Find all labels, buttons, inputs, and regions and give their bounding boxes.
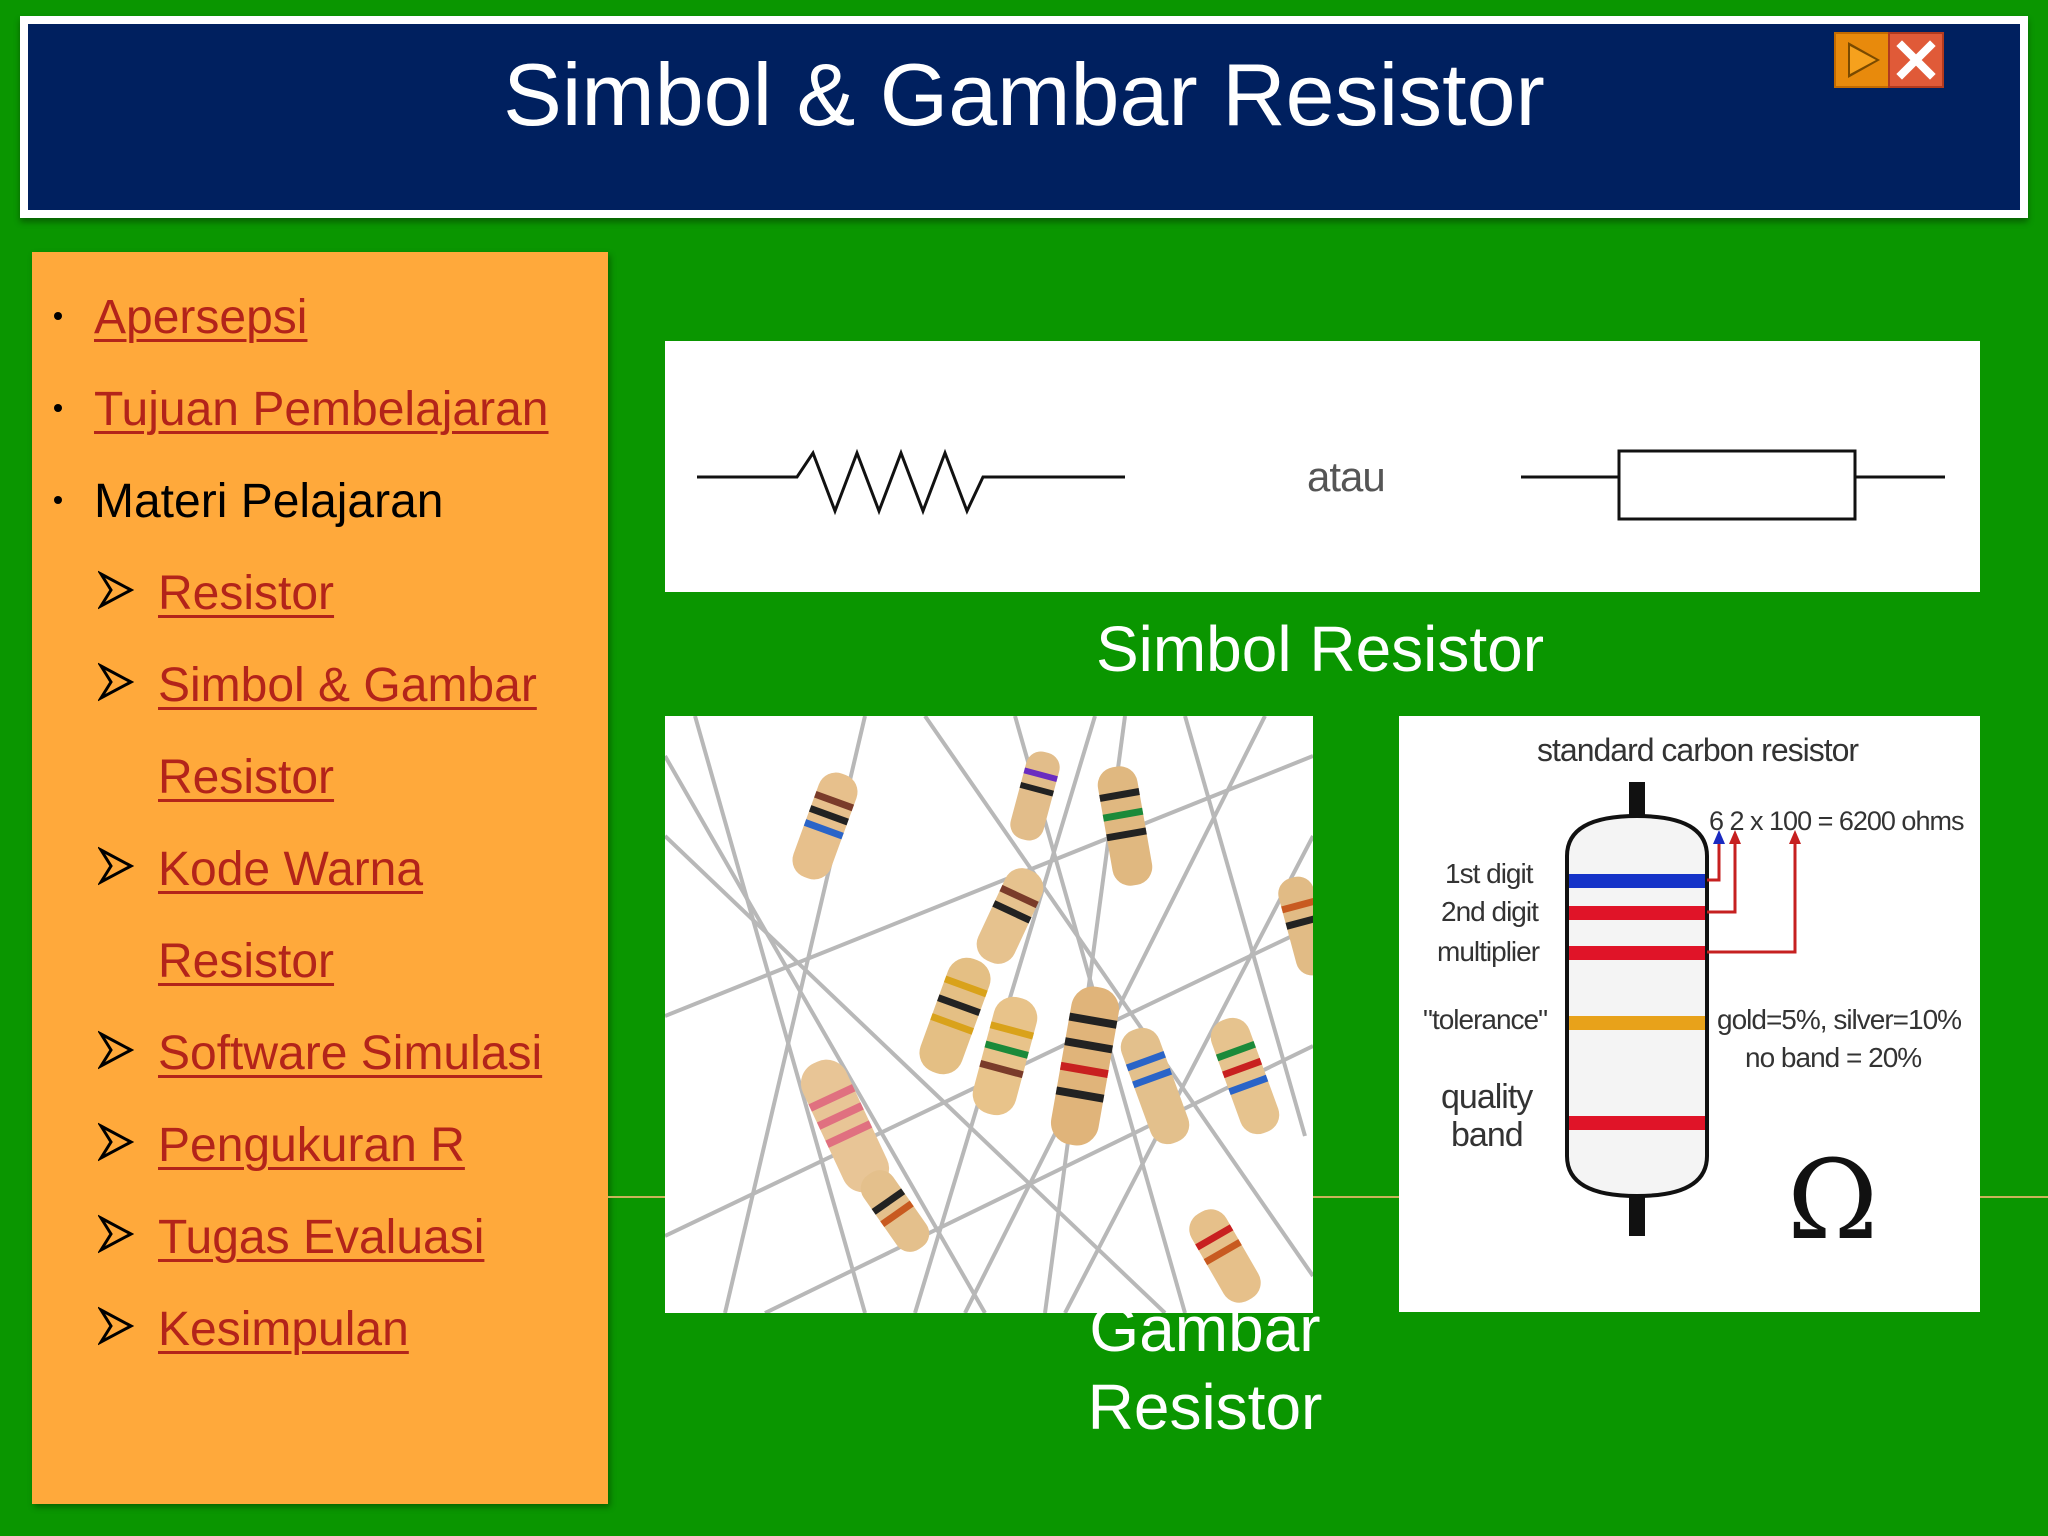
diagram-formula: 6 2 x 100 = 6200 ohms: [1709, 806, 1964, 836]
quality-label-line2: band: [1451, 1116, 1524, 1154]
arrow-bullet-icon: [98, 1306, 134, 1346]
sidebar-item: Materi Pelajaran: [32, 454, 608, 546]
arrow-bullet-icon: [98, 1214, 134, 1254]
carbon-resistor-drawing: [1565, 782, 1801, 1236]
arrow-bullet-icon: [98, 1030, 134, 1070]
sidebar-item-label[interactable]: Tujuan Pembelajaran: [94, 383, 549, 436]
color-band: [1569, 946, 1705, 960]
symbol-caption: Simbol Resistor: [1095, 613, 1545, 685]
sidebar-item[interactable]: Kesimpulan: [32, 1282, 608, 1374]
box-resistor-symbol: [1521, 449, 1945, 521]
sidebar-item[interactable]: Tujuan Pembelajaran: [32, 362, 608, 454]
resistor-bodies: [792, 751, 1313, 1303]
divider-line: [608, 1196, 665, 1198]
sidebar-item-label[interactable]: Simbol & Gambar: [158, 659, 537, 712]
next-slide-button[interactable]: [1834, 32, 1890, 88]
resistor-symbol-panel: atau: [665, 341, 1980, 592]
sidebar-item[interactable]: Resistor: [32, 914, 608, 1006]
color-code-diagram: standard carbon resistor 6 2 x 100 = 620…: [1399, 716, 1980, 1312]
sidebar-item-label[interactable]: Resistor: [158, 567, 335, 620]
resistor-photo-illustration: [665, 716, 1313, 1313]
sidebar-item-label: Materi Pelajaran: [94, 475, 444, 528]
diagram-title: standard carbon resistor: [1537, 732, 1859, 768]
color-band: [1569, 874, 1705, 888]
arrow-bullet-icon: [98, 846, 134, 886]
picture-caption-line2: Resistor: [1087, 1371, 1323, 1443]
tolerance-values: gold=5%, silver=10%: [1717, 1004, 1962, 1035]
sidebar-item[interactable]: Apersepsi: [32, 270, 608, 362]
no-band-value: no band = 20%: [1745, 1042, 1922, 1073]
arrow-bullet-icon: [98, 570, 134, 610]
sidebar-item-label[interactable]: Kode Warna: [158, 843, 424, 896]
color-band: [1569, 1116, 1705, 1130]
quality-label-line1: quality: [1441, 1078, 1533, 1116]
sidebar-item[interactable]: Tugas Evaluasi: [32, 1190, 608, 1282]
slide-header: Simbol & Gambar Resistor: [20, 16, 2028, 218]
slide-title: Simbol & Gambar Resistor: [503, 45, 1545, 144]
arrow-bullet-icon: [98, 1122, 134, 1162]
sidebar-item-label[interactable]: Software Simulasi: [158, 1027, 543, 1080]
ohm-symbol: Ω: [1787, 1136, 1878, 1264]
sidebar-item-label[interactable]: Resistor: [158, 935, 335, 988]
sidebar-item-label[interactable]: Pengukuran R: [158, 1119, 465, 1172]
sidebar-item[interactable]: Resistor: [32, 730, 608, 822]
bullet-dot-icon: [54, 496, 62, 504]
zigzag-resistor-symbol: [697, 448, 1125, 516]
divider-line: [1980, 1196, 2048, 1198]
close-x-icon: [1896, 40, 1936, 80]
sidebar-item[interactable]: Software Simulasi: [32, 1006, 608, 1098]
bullet-dot-icon: [54, 312, 62, 320]
sidebar-item[interactable]: Simbol & Gambar: [32, 638, 608, 730]
first-digit-label: 1st digit: [1445, 858, 1533, 889]
color-band: [1569, 1016, 1705, 1030]
divider-line: [1313, 1196, 1399, 1198]
resistor-photo: [665, 716, 1313, 1313]
sidebar-item-label[interactable]: Apersepsi: [94, 291, 308, 344]
picture-caption: Gambar Resistor: [1000, 1290, 1410, 1446]
sidebar-item-label[interactable]: Tugas Evaluasi: [158, 1211, 485, 1264]
sidebar-item[interactable]: Pengukuran R: [32, 1098, 608, 1190]
sidebar-item[interactable]: Resistor: [32, 546, 608, 638]
symbol-separator: atau: [1307, 453, 1386, 500]
play-triangle-icon: [1848, 42, 1880, 78]
multiplier-label: multiplier: [1437, 936, 1540, 967]
sidebar-item-label[interactable]: Kesimpulan: [158, 1303, 409, 1356]
color-band: [1569, 906, 1705, 920]
tolerance-label: "tolerance": [1423, 1004, 1548, 1035]
sidebar-item-label[interactable]: Resistor: [158, 751, 335, 804]
resistor-symbols-drawing: [697, 448, 1945, 521]
close-slide-button[interactable]: [1888, 32, 1944, 88]
sidebar-item[interactable]: Kode Warna: [32, 822, 608, 914]
bullet-dot-icon: [54, 404, 62, 412]
second-digit-label: 2nd digit: [1441, 896, 1539, 927]
arrow-bullet-icon: [98, 662, 134, 702]
